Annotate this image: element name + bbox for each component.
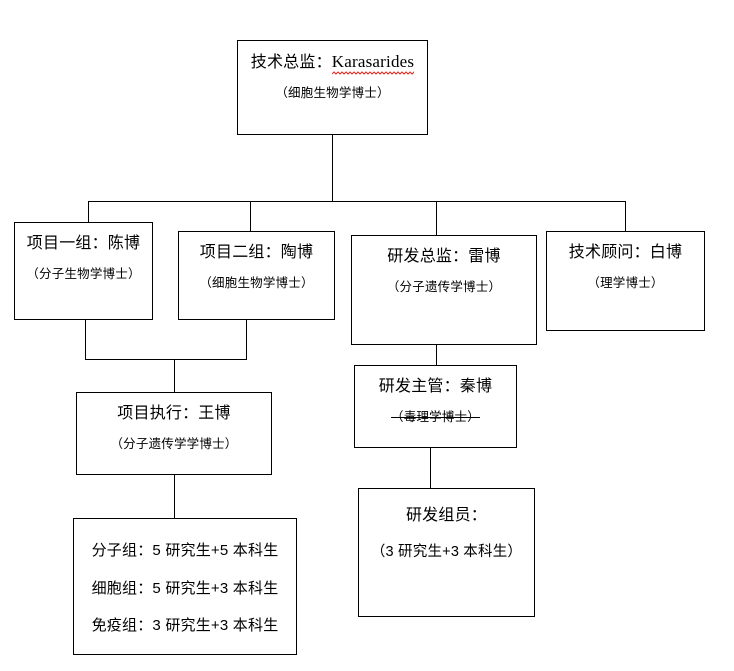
connector-tech-director-down (332, 135, 334, 202)
node-rd-director-title: 研发总监：雷博 (387, 248, 501, 265)
node-project-group-2-title: 项目二组：陶博 (199, 244, 314, 261)
node-tech-advisor[interactable]: 技术顾问：白博 （理学博士） (546, 231, 705, 331)
node-rd-members[interactable]: 研发组员： （3 研究生+3 本科生） (358, 488, 535, 617)
node-project-group-2-subtitle: （细胞生物学博士） (199, 275, 314, 290)
node-project-roster[interactable]: 分子组：5 研究生+5 本科生 细胞组：5 研究生+3 本科生 免疫组：3 研究… (73, 518, 297, 655)
node-project-group-1[interactable]: 项目一组：陈博 （分子生物学博士） (14, 222, 153, 320)
node-rd-director[interactable]: 研发总监：雷博 （分子遗传学博士） (351, 235, 537, 345)
node-tech-director-subtitle: （细胞生物学博士） (275, 85, 390, 100)
node-project-executor-title: 项目执行：王博 (117, 405, 231, 422)
connector-group2-down (246, 320, 248, 360)
node-project-executor[interactable]: 项目执行：王博 （分子遗传学学博士） (76, 392, 272, 475)
node-rd-supervisor-subtitle: （毒理学博士） (391, 409, 480, 424)
connector-group1-down (85, 320, 87, 360)
connector-project-executor-to-roster (174, 475, 176, 518)
node-tech-director-title-name: Karasarides (331, 52, 415, 75)
node-project-executor-subtitle: （分子遗传学学博士） (110, 436, 238, 451)
connector-row2-bus (88, 201, 626, 203)
roster-line-molecular: 分子组：5 研究生+5 本科生 (91, 542, 279, 559)
connector-bus-to-tech-advisor (625, 201, 627, 231)
connector-rd-supervisor-to-members (430, 448, 432, 488)
connector-bus-to-rd-director (436, 201, 438, 235)
node-tech-director-title: 技术总监：Karasarides (250, 51, 415, 75)
node-tech-director[interactable]: 技术总监：Karasarides （细胞生物学博士） (237, 40, 428, 135)
connector-rd-director-to-supervisor (436, 345, 438, 365)
node-project-group-1-title: 项目一组：陈博 (26, 235, 141, 252)
connector-bus-to-group2 (250, 201, 252, 231)
node-tech-advisor-title: 技术顾问：白博 (568, 244, 683, 261)
node-tech-advisor-subtitle: （理学博士） (587, 275, 664, 290)
node-project-group-2[interactable]: 项目二组：陶博 （细胞生物学博士） (178, 231, 335, 320)
node-project-group-1-subtitle: （分子生物学博士） (26, 266, 141, 281)
roster-line-immunology: 免疫组：3 研究生+3 本科生 (91, 617, 279, 634)
node-rd-supervisor-title: 研发主管：秦博 (378, 378, 493, 395)
connector-groups-merge-bar (85, 359, 247, 361)
roster-line-cell: 细胞组：5 研究生+3 本科生 (91, 579, 279, 597)
node-tech-director-title-prefix: 技术总监： (250, 54, 332, 71)
node-rd-supervisor[interactable]: 研发主管：秦博 （毒理学博士） (354, 365, 517, 448)
connector-merge-to-project-executor (174, 359, 176, 392)
connector-bus-to-group1 (88, 201, 90, 222)
spellcheck-underline-icon (331, 71, 415, 75)
node-rd-director-subtitle: （分子遗传学博士） (386, 279, 502, 294)
node-rd-members-title: 研发组员： (405, 507, 487, 524)
node-rd-members-subtitle: （3 研究生+3 本科生） (370, 543, 523, 560)
